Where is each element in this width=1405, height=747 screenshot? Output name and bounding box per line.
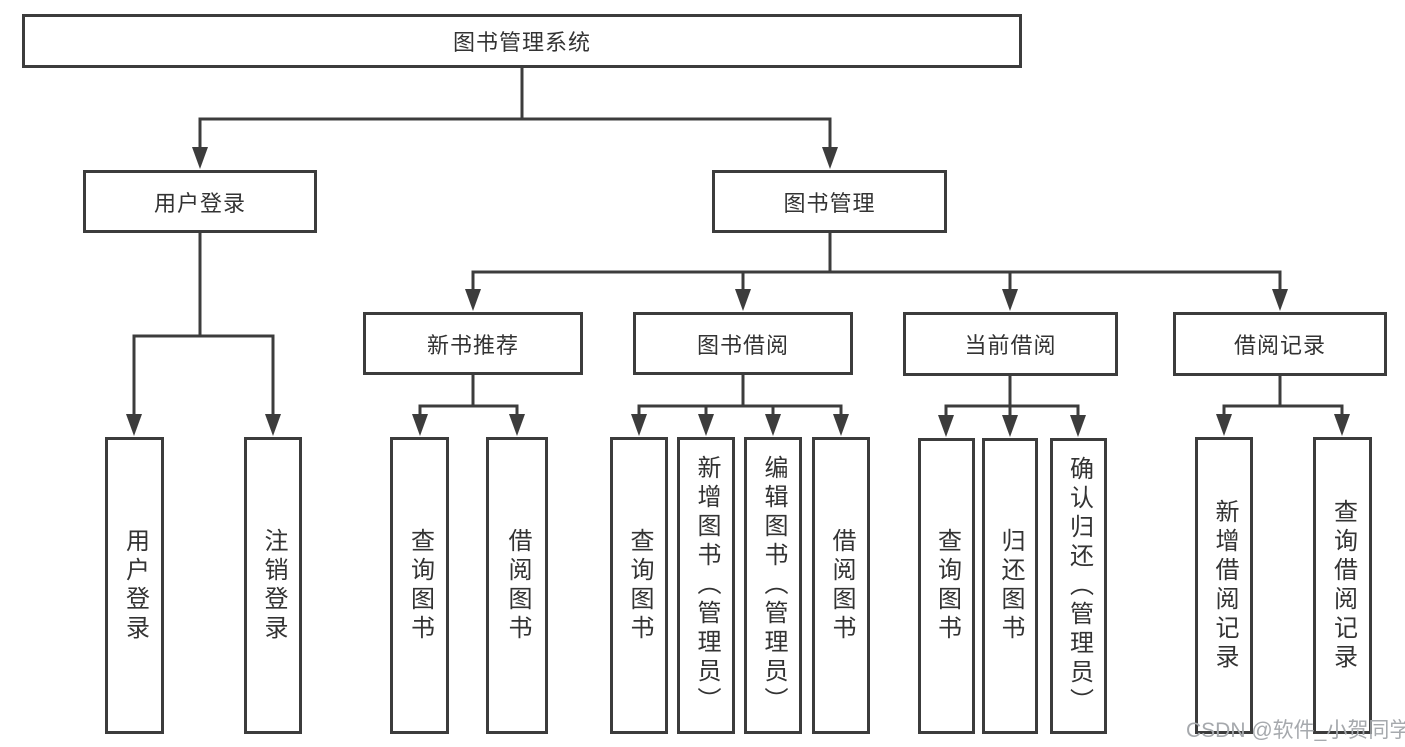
csdn-watermark: CSDN @软件_小贺同学: [1186, 719, 1405, 742]
leaf-logout: 注销登录: [244, 437, 302, 734]
node-user-login-branch-label: 用户登录: [153, 190, 246, 216]
node-book-management-branch-label: 图书管理: [783, 190, 876, 216]
leaf-borrow-query-books: 查询图书: [610, 437, 668, 734]
leaf-add-borrow-record-label: 新增借阅记录: [1211, 498, 1238, 673]
leaf-return-books-label: 归还图书: [997, 528, 1024, 644]
leaf-add-borrow-record: 新增借阅记录: [1195, 437, 1253, 734]
leaf-recommend-borrow-books-label: 借阅图书: [504, 527, 531, 644]
leaf-return-books: 归还图书: [982, 438, 1038, 734]
node-book-borrow: 图书借阅: [633, 312, 853, 375]
leaf-confirm-return-admin-label: 确认归还（管理员）: [1065, 455, 1093, 717]
node-book-borrow-label: 图书借阅: [696, 332, 789, 358]
node-borrow-records: 借阅记录: [1173, 312, 1387, 376]
node-current-borrow: 当前借阅: [903, 312, 1118, 376]
leaf-borrow-books: 借阅图书: [812, 437, 870, 734]
leaf-query-borrow-record-label: 查询借阅记录: [1329, 498, 1357, 673]
leaf-confirm-return-admin: 确认归还（管理员）: [1050, 438, 1107, 734]
leaf-edit-books-admin-label: 编辑图书（管理员）: [760, 455, 787, 716]
node-book-management-branch: 图书管理: [712, 170, 947, 233]
leaf-query-borrow-record: 查询借阅记录: [1313, 437, 1372, 734]
leaf-add-books-admin-label: 新增图书（管理员）: [693, 455, 720, 716]
node-new-book-recommend: 新书推荐: [363, 312, 583, 375]
leaf-recommend-borrow-books: 借阅图书: [486, 437, 548, 734]
leaf-recommend-query-books-label: 查询图书: [406, 527, 434, 644]
node-current-borrow-label: 当前借阅: [964, 333, 1057, 358]
leaf-borrow-books-label: 借阅图书: [828, 527, 855, 644]
node-library-system-root: 图书管理系统: [22, 14, 1022, 68]
leaf-current-query-books-label: 查询图书: [933, 528, 961, 644]
node-user-login-branch: 用户登录: [83, 170, 317, 233]
node-borrow-records-label: 借阅记录: [1233, 333, 1326, 358]
node-library-system-root-label: 图书管理系统: [452, 30, 591, 55]
leaf-borrow-query-books-label: 查询图书: [626, 527, 653, 644]
leaf-recommend-query-books: 查询图书: [390, 437, 449, 734]
leaf-logout-label: 注销登录: [260, 527, 287, 644]
leaf-add-books-admin: 新增图书（管理员）: [677, 437, 735, 734]
leaf-edit-books-admin: 编辑图书（管理员）: [744, 437, 802, 734]
leaf-current-query-books: 查询图书: [918, 438, 975, 734]
node-new-book-recommend-label: 新书推荐: [426, 332, 519, 358]
leaf-user-login-label: 用户登录: [121, 527, 149, 644]
leaf-user-login: 用户登录: [105, 437, 164, 734]
